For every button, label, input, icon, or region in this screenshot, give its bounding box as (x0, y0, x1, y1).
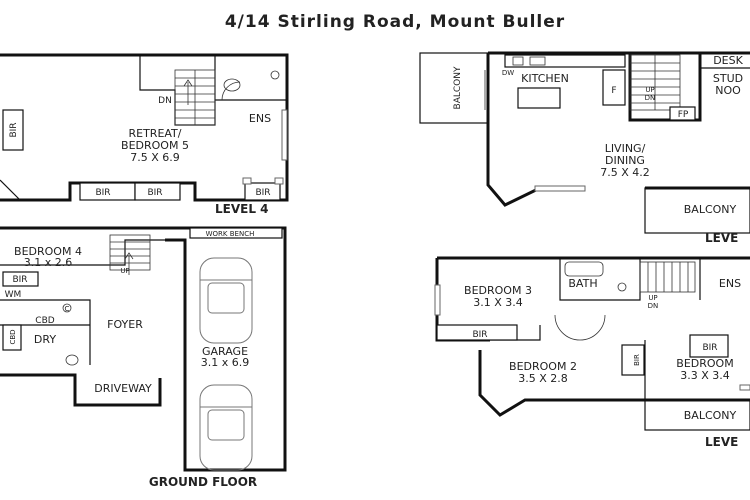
foyer-label: FOYER (107, 318, 143, 331)
bir-label: BIR (12, 275, 27, 285)
ensuite-label: ENS (719, 277, 741, 290)
stair-up-label: UP (120, 267, 129, 275)
dishwasher-label: DW (502, 69, 514, 77)
upper-right-plan: BALCONY DW KITCHEN F UP DN FP DESK STUD … (419, 51, 750, 245)
bedroom-4-dimensions: 3.1 x 2.6 (24, 256, 73, 269)
retreat-label-2: BEDROOM 5 (121, 139, 189, 152)
cupboard-c-label: C (65, 305, 70, 313)
bir-label: BIR (147, 188, 162, 198)
bir-label: BIR (702, 343, 717, 353)
balcony-label: BALCONY (453, 66, 463, 109)
bir-label: BIR (95, 188, 110, 198)
fridge-label: F (611, 86, 616, 96)
lower-right-level-label: LEVE (705, 435, 738, 449)
ground-floor-label: GROUND FLOOR (149, 475, 257, 489)
retreat-label-1: RETREAT/ (128, 127, 181, 140)
stair-up-label: UP (645, 86, 654, 94)
kitchen-label: KITCHEN (521, 72, 569, 85)
fireplace-label: FP (678, 110, 689, 120)
level-4-label: LEVEL 4 (215, 202, 269, 216)
bedroom-2-dimensions: 3.5 X 2.8 (518, 372, 568, 385)
balcony-label: BALCONY (684, 203, 737, 216)
desk-label: DESK (713, 54, 743, 67)
plan-title: 4/14 Stirling Road, Mount Buller (225, 12, 565, 32)
garage-label: GARAGE (202, 345, 248, 358)
stair-down-label: DN (648, 302, 659, 310)
bedroom-right-dimensions: 3.3 X 3.4 (680, 369, 730, 382)
living-dimensions: 7.5 X 4.2 (600, 166, 650, 179)
garage-dimensions: 3.1 x 6.9 (201, 356, 250, 369)
stair-up-label: UP (648, 294, 657, 302)
work-bench-label: WORK BENCH (206, 230, 255, 238)
study-label-2: NOO (715, 84, 741, 97)
study-label-1: STUD (713, 72, 743, 85)
washing-machine-label: WM (5, 290, 22, 300)
level-4-plan: BIR BIR BIR BIR DN ENS RETREAT/ BEDROOM … (0, 53, 289, 216)
bedroom-3-dimensions: 3.1 X 3.4 (473, 296, 523, 309)
driveway-label: DRIVEWAY (94, 382, 152, 395)
upper-right-level-label: LEVE (705, 231, 738, 245)
stair-down-label: DN (158, 96, 172, 106)
ground-floor-plan: WORK BENCH BEDROOM 4 3.1 x 2.6 BIR WM C … (0, 226, 287, 489)
living-label-2: DINING (605, 154, 645, 167)
bir-label: BIR (472, 330, 487, 340)
ensuite-label: ENS (249, 112, 271, 125)
bath-label: BATH (568, 277, 597, 290)
stair-down-label: DN (645, 94, 656, 102)
bedroom-2-label: BEDROOM 2 (509, 360, 577, 373)
balcony-label: BALCONY (684, 409, 737, 422)
retreat-dimensions: 7.5 X 6.9 (130, 151, 180, 164)
dry-label: DRY (34, 333, 56, 346)
bir-label: BIR (255, 188, 270, 198)
bir-label: BIR (633, 354, 641, 366)
bedroom-4-label: BEDROOM 4 (14, 245, 82, 258)
cbd-label: CBD (35, 316, 54, 326)
cbd-label: CBD (9, 329, 17, 344)
bir-label: BIR (9, 122, 19, 137)
living-label-1: LIVING/ (605, 142, 646, 155)
lower-right-plan: BEDROOM 3 3.1 X 3.4 BIR BATH UP DN ENS B… (434, 256, 750, 449)
bedroom-right-label: BEDROOM (676, 357, 733, 370)
bedroom-3-label: BEDROOM 3 (464, 284, 532, 297)
